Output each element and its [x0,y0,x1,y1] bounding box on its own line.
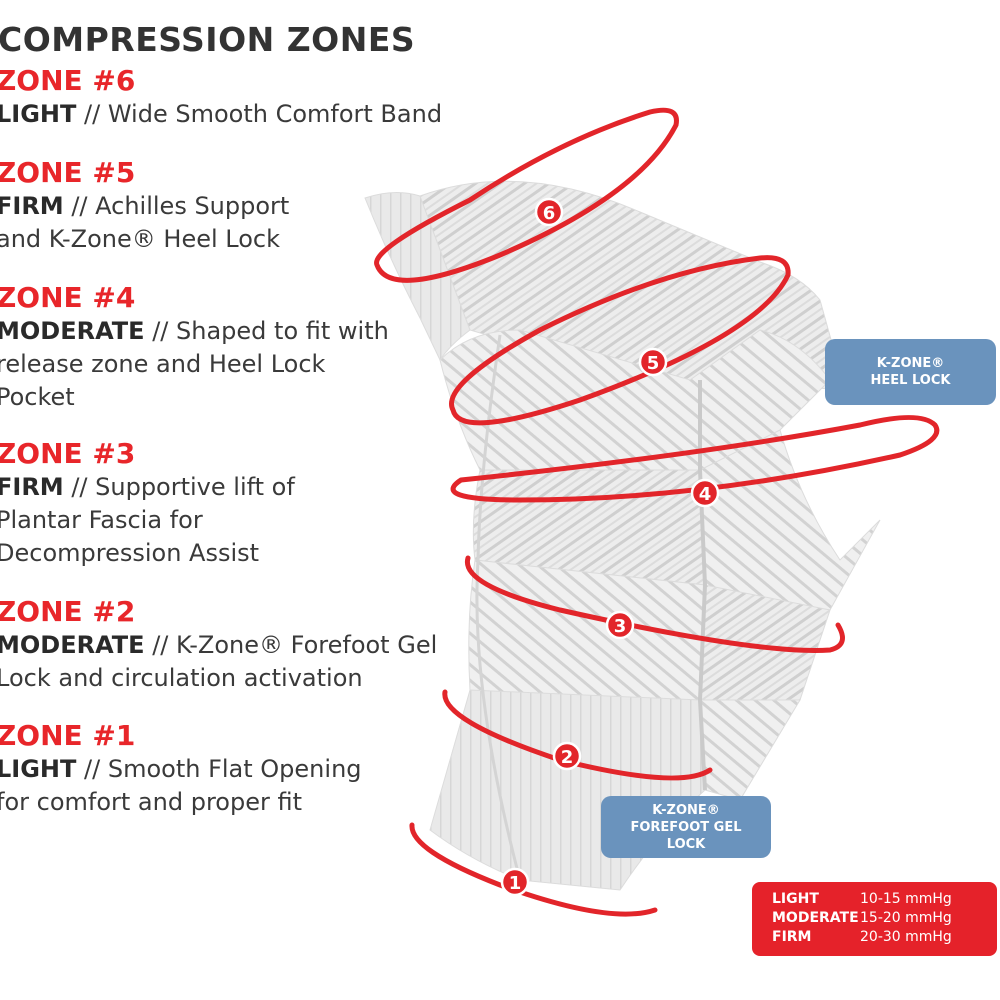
sleeve-toe [429,689,706,891]
zone-2-block: ZONE #2 MODERATE // K-Zone® Forefoot Gel… [0,595,437,695]
zone-heading: ZONE #5 [0,156,136,189]
zone-1-ring [409,822,658,917]
ring-badge-3: 3 [605,610,635,640]
zone-level: LIGHT [0,755,77,783]
zone-3-block: ZONE #3 FIRM // Supportive lift of Plant… [0,437,295,570]
sleeve-center-seam [697,380,708,791]
ring-badge-4: 4 [690,478,720,508]
zone-6-ring [374,107,679,283]
ring-badge-6: 6 [534,197,564,227]
sleeve-side-panel [699,429,881,611]
zone-level: FIRM [0,473,64,501]
svg-text:5: 5 [647,353,660,374]
zone-level: MODERATE [0,317,145,345]
ring-badge-5: 5 [638,347,668,377]
sleeve-toe-side [699,699,801,801]
sleeve-ankle [439,329,831,471]
zone-level: MODERATE [0,631,145,659]
svg-text:2: 2 [561,747,574,768]
svg-text:4: 4 [699,484,712,505]
zone-5-ring [449,255,791,426]
zone-heading: ZONE #2 [0,595,136,628]
zone-4-ring [450,415,940,503]
zone-6-block: ZONE #6 LIGHT // Wide Smooth Comfort Ban… [0,64,442,131]
ring-badge-1: 1 [500,867,530,897]
zone-3-ring [464,555,845,653]
heel-lock-callout: K-ZONE® HEEL LOCK [825,339,996,405]
zone-5-block: ZONE #5 FIRM // Achilles Support and K-Z… [0,156,289,256]
svg-text:1: 1 [509,873,522,894]
zone-heading: ZONE #6 [0,64,136,97]
zone-4-block: ZONE #4 MODERATE // Shaped to fit with r… [0,281,389,414]
page-title: COMPRESSION ZONES [0,20,416,59]
ring-badge-2: 2 [552,741,582,771]
zone-heading: ZONE #1 [0,719,136,752]
zone-1-block: ZONE #1 LIGHT // Smooth Flat Opening for… [0,719,362,819]
zone-level: LIGHT [0,100,77,128]
zone-heading: ZONE #3 [0,437,136,470]
zone-level: FIRM [0,192,64,220]
zone-heading: ZONE #4 [0,281,136,314]
svg-text:6: 6 [543,203,556,224]
svg-text:3: 3 [614,616,627,637]
forefoot-gel-lock-callout: K-ZONE® FOREFOOT GEL LOCK [601,796,771,858]
